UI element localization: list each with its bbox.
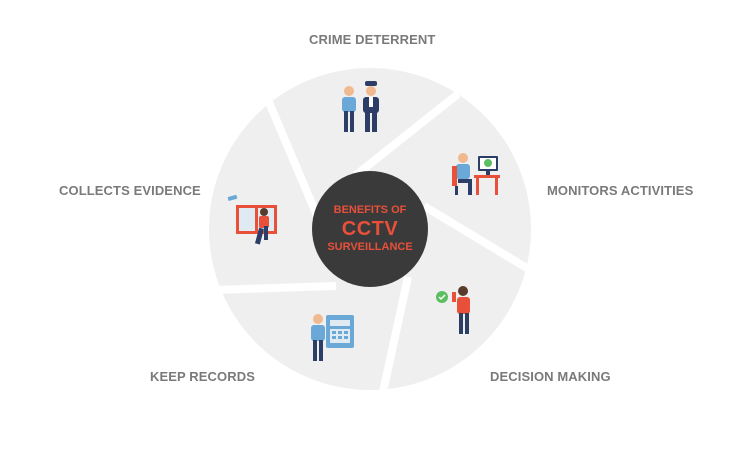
aperture-gaps [211, 90, 533, 393]
center-circle [312, 171, 428, 287]
person-with-document-icon [311, 314, 354, 361]
center-title-line2: CCTV [341, 217, 399, 240]
center-title-line1: BENEFITS OF [333, 203, 407, 216]
center-title-line3: SURVEILLANCE [327, 240, 413, 253]
person-thinking-icon [436, 286, 470, 334]
center-title: BENEFITS OF CCTV SURVEILLANCE [311, 171, 429, 287]
label-monitors-activities: MONITORS ACTIVITIES [547, 183, 694, 198]
label-collects-evidence: COLLECTS EVIDENCE [59, 183, 201, 198]
person-at-computer-icon [452, 153, 500, 195]
police-officer-icon [342, 81, 379, 132]
burglar-window-icon [227, 194, 277, 245]
label-decision-making: DECISION MAKING [490, 369, 611, 384]
label-keep-records: KEEP RECORDS [150, 369, 255, 384]
label-crime-deterrent: CRIME DETERRENT [309, 32, 436, 47]
